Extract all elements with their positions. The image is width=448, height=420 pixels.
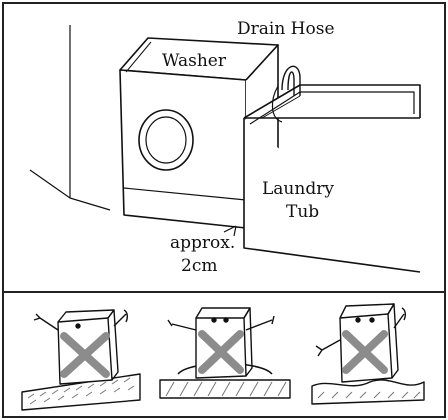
gap-arrow: [223, 225, 237, 237]
warning-figure-platform: [159, 307, 291, 399]
top-scene: [29, 25, 421, 273]
gap-label-line1: approx.: [170, 233, 236, 253]
drain-hose-drawing: [271, 65, 301, 123]
washer-door: [138, 109, 194, 171]
washer-label: Washer: [162, 51, 226, 71]
warning-figure-rocky: [21, 309, 141, 411]
laundry-tub-label-line2: Tub: [286, 202, 320, 222]
laundry-tub-drawing: [243, 84, 421, 273]
washer-drawing: [119, 37, 279, 229]
laundry-tub-label-line1: Laundry: [262, 179, 334, 199]
wall-corner: [29, 25, 111, 211]
warning-figure-mat: [311, 303, 425, 405]
drain-hose-label: Drain Hose: [237, 19, 335, 39]
gap-label-line2: 2cm: [181, 256, 218, 276]
